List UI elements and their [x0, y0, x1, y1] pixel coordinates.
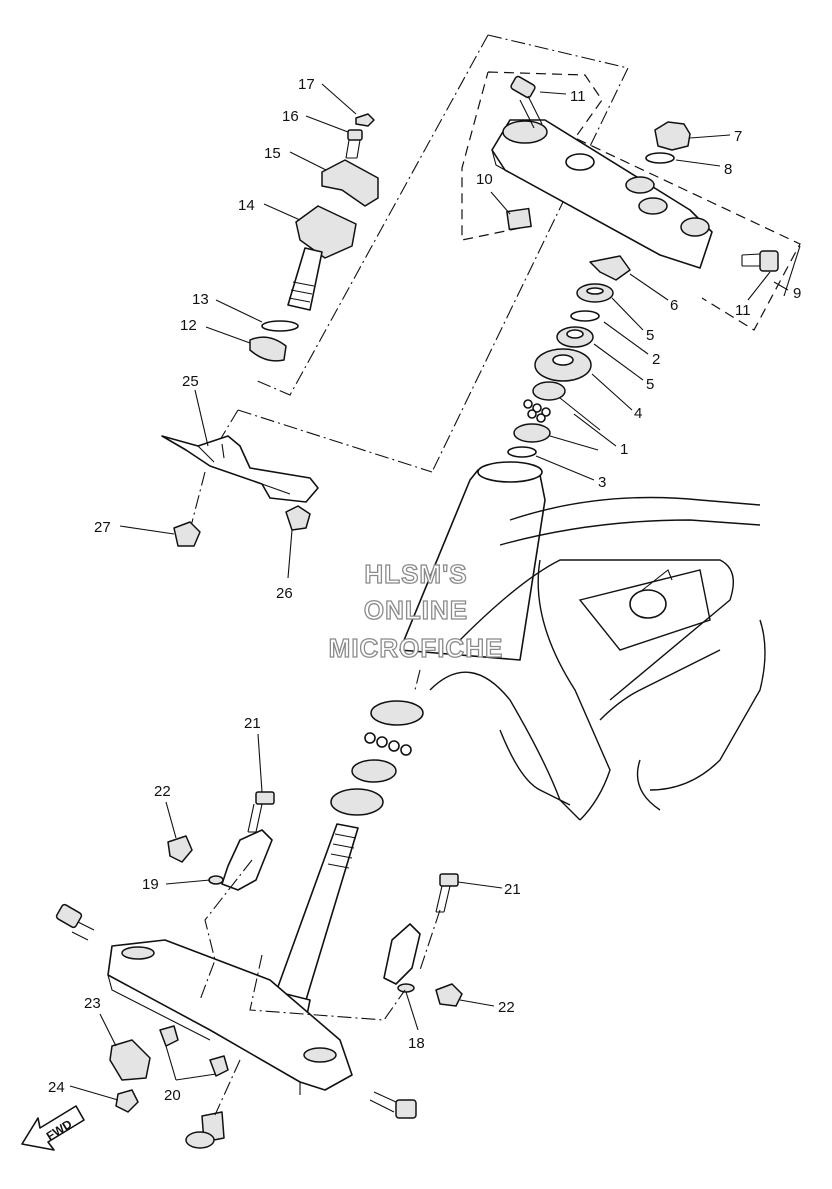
- callout-12: 12: [180, 317, 197, 334]
- frame-assembly: [399, 461, 766, 821]
- bolt-11-upper: [510, 75, 543, 129]
- callout-11-side: 11: [735, 302, 751, 319]
- clamp-26: [285, 505, 311, 531]
- bracket-25: [161, 435, 319, 503]
- callout-7: 7: [734, 128, 742, 145]
- callout-21-lower: 21: [504, 881, 521, 898]
- callout-16: 16: [282, 108, 299, 125]
- callout-15: 15: [264, 145, 281, 162]
- nut-20-b: [209, 1055, 229, 1077]
- head-pipe-top: [477, 461, 543, 483]
- callout-6: 6: [670, 297, 678, 314]
- callout-22-lower: 22: [498, 999, 515, 1016]
- lower-bearing-race: [330, 700, 424, 816]
- nut-20-a: [159, 1025, 179, 1047]
- callout-14: 14: [238, 197, 255, 214]
- callout-10: 10: [476, 171, 493, 188]
- upper-bracket: [491, 119, 713, 269]
- washer-8: [645, 152, 675, 164]
- clamp-23: [109, 1039, 151, 1081]
- damper-12: [249, 336, 287, 362]
- callout-13: 13: [192, 291, 209, 308]
- dust-seal-3: [507, 446, 537, 458]
- lock-washer-6: [589, 255, 631, 281]
- callout-1: 1: [620, 441, 628, 458]
- washer-2: [570, 310, 600, 322]
- callout-26: 26: [276, 585, 293, 602]
- callout-23: 23: [84, 995, 101, 1012]
- watermark: HLSM'S ONLINE MICROFICHE: [328, 558, 504, 663]
- callout-24: 24: [48, 1079, 65, 1096]
- bolt-11-side: [741, 250, 779, 272]
- callout-21-upper: 21: [244, 715, 261, 732]
- bolt-24: [115, 1089, 139, 1113]
- watermark-line-3: MICROFICHE: [329, 633, 504, 663]
- bolt-21-upper: [247, 791, 275, 833]
- stem-base: [185, 1111, 225, 1149]
- callout-25: 25: [182, 373, 199, 390]
- nut-22-upper: [167, 835, 193, 863]
- nut-22-lower: [435, 983, 463, 1007]
- callout-5b: 5: [646, 376, 654, 393]
- bracket-18: [383, 923, 421, 993]
- pinch-bolt-right: [369, 1091, 417, 1119]
- callout-22-upper: 22: [154, 783, 171, 800]
- holder-15: [321, 159, 379, 207]
- label-plate: [506, 207, 532, 231]
- fwd-arrow: FWD: [21, 1105, 85, 1151]
- bolt-16: [345, 129, 363, 159]
- group-9-outline: [461, 71, 801, 331]
- nut-7: [654, 121, 691, 151]
- nut-27: [173, 521, 201, 547]
- callout-8: 8: [724, 161, 732, 178]
- ring-nut-5-lower: [556, 326, 594, 348]
- ring-nut-5-upper: [576, 283, 614, 303]
- callout-17: 17: [298, 76, 315, 93]
- callout-27: 27: [94, 519, 111, 536]
- bracket-19: [208, 829, 273, 891]
- callout-19: 19: [142, 876, 159, 893]
- callouts: 1 2 3 4 5 5 6 7 8 9 10 11 11 12 13 14 15…: [48, 76, 801, 1104]
- callout-4: 4: [634, 405, 642, 422]
- upper-tube: [509, 496, 761, 521]
- cover-4: [534, 348, 592, 382]
- washer-13: [261, 320, 299, 332]
- bolt-21-lower: [435, 873, 459, 913]
- holder-14: [287, 205, 357, 311]
- callout-5a: 5: [646, 327, 654, 344]
- callout-2: 2: [652, 351, 660, 368]
- callout-11-upper: 11: [570, 88, 586, 105]
- fwd-arrow-icon: [21, 1105, 85, 1151]
- watermark-line-2: ONLINE: [364, 595, 468, 625]
- watermark-line-1: HLSM'S: [364, 559, 467, 589]
- pinch-bolt-left: [55, 903, 95, 941]
- reference-boundary-upper: [431, 34, 629, 473]
- cap-17: [355, 113, 375, 127]
- under-bracket: [107, 939, 353, 1095]
- leader-lines: [69, 83, 801, 1101]
- callout-20: 20: [164, 1087, 181, 1104]
- callout-3: 3: [598, 474, 606, 491]
- bearing-1: [513, 381, 566, 443]
- callout-18: 18: [408, 1035, 425, 1052]
- callout-9: 9: [793, 285, 801, 302]
